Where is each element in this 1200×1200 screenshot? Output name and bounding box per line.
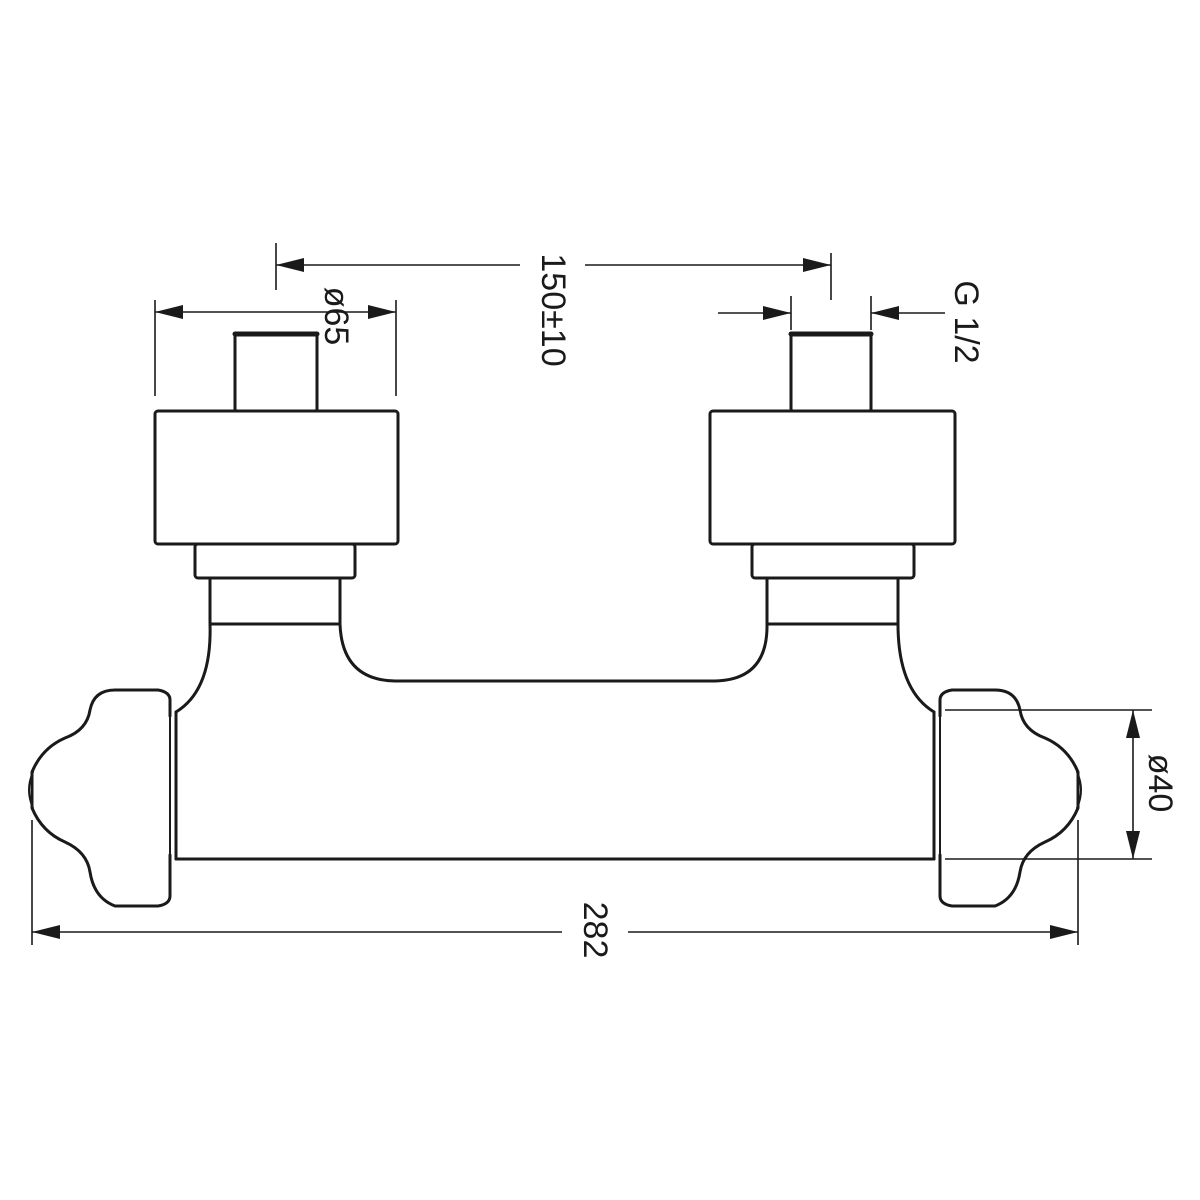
thread-label: G 1/2 <box>947 280 985 363</box>
left-inlet-pipe <box>233 331 319 413</box>
left-escutcheon <box>153 409 400 546</box>
right-connection <box>708 331 957 626</box>
right-inlet-pipe <box>789 331 873 413</box>
mixer-body <box>169 622 941 861</box>
left-neck <box>208 576 342 626</box>
left-connection <box>153 331 400 626</box>
spacing-arrow-right <box>803 258 831 272</box>
inlet-arrow-left <box>155 305 183 319</box>
right-nut <box>750 542 916 580</box>
right-handle-cap <box>1076 771 1082 809</box>
right-escutcheon <box>708 409 957 546</box>
length-arrow-left <box>32 925 60 939</box>
spacing-label: 150±10 <box>534 253 572 366</box>
dimension-overall-length: 282 <box>31 820 1079 959</box>
right-handle <box>938 688 1080 908</box>
thread-arrow-left <box>763 306 791 320</box>
dimension-inlet-diameter: ø65 <box>154 287 397 396</box>
inlet-diameter-label: ø65 <box>317 287 355 346</box>
body-upper-outline <box>174 622 936 714</box>
length-arrow-right <box>1050 925 1078 939</box>
inlet-arrow-right <box>368 305 396 319</box>
body-arrow-top <box>1126 710 1140 738</box>
left-handle-cap <box>28 771 34 809</box>
overall-length-label: 282 <box>576 902 614 959</box>
body-arrow-bottom <box>1126 831 1140 859</box>
thread-arrow-right <box>871 306 899 320</box>
left-handle <box>30 688 172 908</box>
dimension-spacing: 150±10 <box>275 243 832 367</box>
left-nut <box>193 542 357 580</box>
spacing-arrow-left <box>276 258 304 272</box>
dimension-body-diameter: ø40 <box>945 709 1179 860</box>
dimension-thread: G 1/2 <box>718 280 985 364</box>
body-diameter-label: ø40 <box>1141 754 1179 813</box>
right-neck <box>765 576 900 626</box>
